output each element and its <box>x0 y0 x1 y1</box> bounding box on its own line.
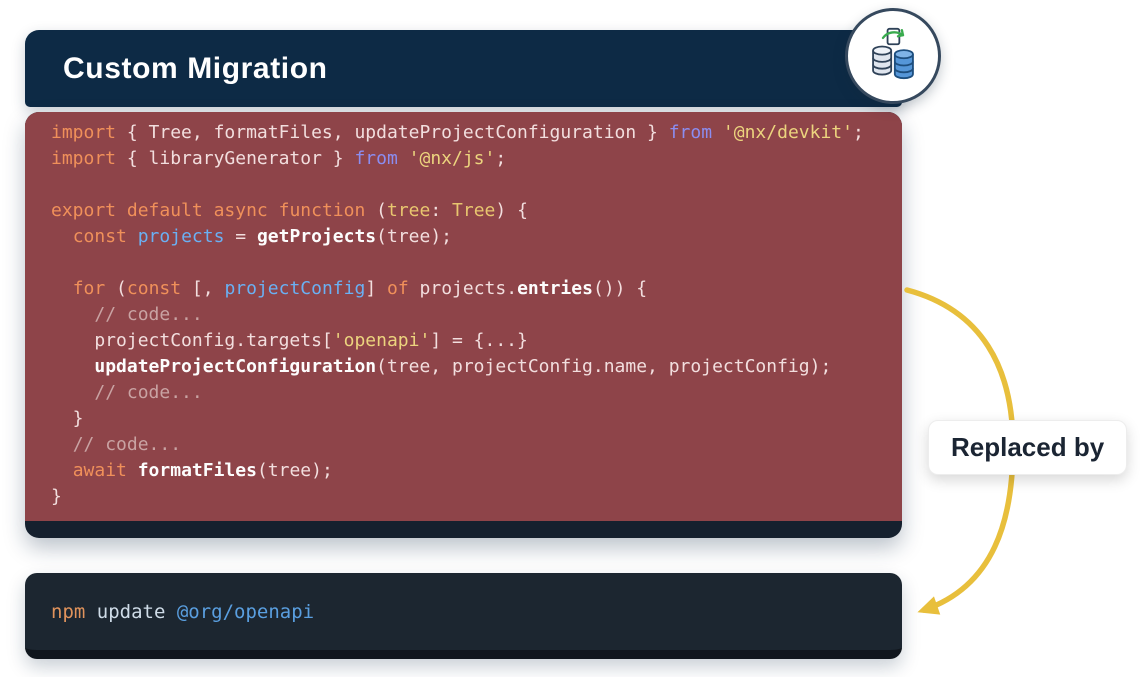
code-token: async <box>213 200 268 221</box>
code-line: import { Tree, formatFiles, updateProjec… <box>51 120 896 146</box>
code-token: projects <box>137 226 225 247</box>
code-token: // code... <box>72 434 182 455</box>
database-migration-badge <box>845 8 941 104</box>
code-token: 'openapi' <box>332 330 431 351</box>
code-token: updateProjectConfiguration <box>94 356 377 377</box>
code-token: (tree); <box>256 460 333 481</box>
code-token: npm <box>51 600 86 623</box>
code-token: entries <box>517 278 593 299</box>
code-token: for <box>72 278 106 299</box>
code-token: ; <box>852 122 864 143</box>
database-migration-icon <box>872 27 914 80</box>
code-line: } <box>51 484 896 510</box>
code-token <box>51 304 94 325</box>
code-token <box>51 226 73 247</box>
code-line: for (const [, projectConfig] of projects… <box>51 276 896 302</box>
code-token: from <box>354 148 398 169</box>
code-token: of <box>387 278 409 299</box>
code-line <box>51 250 896 276</box>
code-token: import <box>51 122 117 143</box>
code-token: tree <box>387 200 431 221</box>
code-token <box>51 460 73 481</box>
code-token: ( <box>365 200 387 221</box>
code-line: export default async function (tree: Tre… <box>51 198 896 224</box>
replaced-by-label: Replaced by <box>928 420 1128 475</box>
code-token <box>203 200 214 221</box>
code-token <box>127 460 138 481</box>
code-token <box>116 200 127 221</box>
code-token: default <box>126 200 203 221</box>
code-token: import <box>51 148 117 169</box>
code-token: '@nx/devkit' <box>722 122 853 143</box>
code-token: '@nx/js' <box>408 148 496 169</box>
code-line: updateProjectConfiguration(tree, project… <box>51 354 896 380</box>
code-token: ()) { <box>592 278 648 299</box>
code-line: // code... <box>51 380 896 406</box>
code-token <box>712 122 723 143</box>
code-token <box>398 148 409 169</box>
code-line: await formatFiles(tree); <box>51 458 896 484</box>
code-token <box>127 226 138 247</box>
code-token: const <box>126 278 182 299</box>
code-line: // code... <box>51 302 896 328</box>
code-line: import { libraryGenerator } from '@nx/js… <box>51 146 896 172</box>
code-token <box>51 356 94 377</box>
code-line <box>51 172 896 198</box>
code-token: update <box>85 600 177 623</box>
code-token: { libraryGenerator } <box>116 148 355 169</box>
code-line: projectConfig.targets['openapi'] = {...} <box>51 328 896 354</box>
code-line: const projects = getProjects(tree); <box>51 224 896 250</box>
code-token: from <box>668 122 713 143</box>
code-token: : <box>430 200 453 221</box>
code-token: ) { <box>495 200 528 221</box>
terminal-card: npm update @org/openapi <box>25 573 902 659</box>
code-token: formatFiles <box>137 460 257 481</box>
code-token: getProjects <box>256 226 377 247</box>
code-token: projectConfig.targets[ <box>51 330 333 351</box>
code-token: await <box>72 460 127 481</box>
code-token: projectConfig <box>224 278 366 299</box>
card-header: Custom Migration <box>25 30 902 107</box>
code-token <box>51 382 94 403</box>
code-token: // code... <box>94 304 203 325</box>
code-token: // code... <box>94 382 203 403</box>
code-token: function <box>278 200 366 221</box>
code-token <box>51 434 73 455</box>
code-token: [, <box>181 278 225 299</box>
code-token: } <box>51 486 62 507</box>
code-token: (tree, projectConfig.name, projectConfig… <box>376 356 832 377</box>
code-token: export <box>51 200 117 221</box>
page-title: Custom Migration <box>63 51 328 85</box>
terminal-command: npm update @org/openapi <box>51 601 314 623</box>
code-token: const <box>72 226 127 247</box>
code-token: ( <box>105 278 127 299</box>
code-token <box>51 278 73 299</box>
code-token: { Tree, formatFiles, updateProjectConfig… <box>116 122 669 143</box>
code-token <box>268 200 279 221</box>
code-token: Tree <box>452 200 496 221</box>
code-token: = <box>224 226 257 247</box>
code-token: @org/openapi <box>176 600 315 623</box>
code-token: projects. <box>408 278 518 299</box>
code-line: // code... <box>51 432 896 458</box>
code-card: import { Tree, formatFiles, updateProjec… <box>25 112 902 538</box>
code-token: } <box>51 408 84 429</box>
code-token: (tree); <box>376 226 453 247</box>
code-token: ] <box>365 278 388 299</box>
code-token: ] = {...} <box>430 330 528 351</box>
code-block: import { Tree, formatFiles, updateProjec… <box>25 112 902 521</box>
code-token: ; <box>495 148 507 169</box>
code-line: } <box>51 406 896 432</box>
